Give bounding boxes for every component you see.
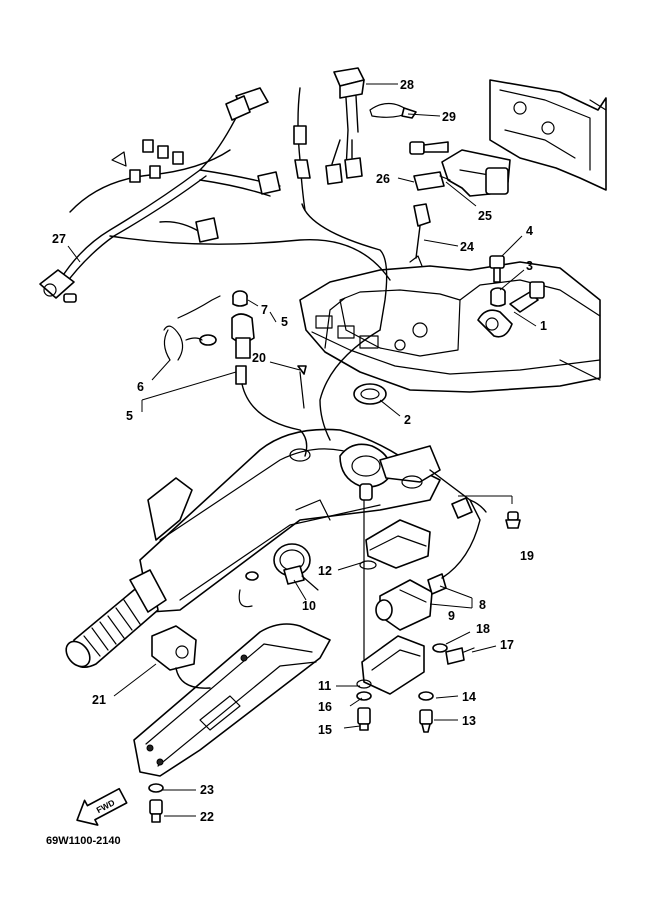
cable-tie-29 (369, 102, 417, 119)
callout-28: 28 (400, 78, 414, 92)
bottom-cowling (299, 261, 601, 393)
callout-6: 6 (137, 380, 144, 394)
callout-7: 7 (261, 303, 268, 317)
callout-16: 16 (318, 700, 332, 714)
grommet-19 (505, 511, 521, 529)
callout-10: 10 (302, 599, 316, 613)
callout-25: 25 (478, 209, 492, 223)
stop-switch-set (163, 290, 255, 385)
callout-27: 27 (52, 232, 66, 246)
grommet-2 (353, 383, 387, 405)
callout-8: 8 (479, 598, 486, 612)
callout-17: 17 (500, 638, 514, 652)
callout-2: 2 (404, 413, 411, 427)
throttle-grip (65, 569, 167, 668)
screw-22 (149, 799, 163, 823)
bolt-top (409, 141, 449, 155)
bracket-plate (441, 149, 511, 197)
callout-23: 23 (200, 783, 214, 797)
harness-loop-top (293, 87, 388, 331)
callout-4: 4 (526, 224, 533, 238)
connector-28 (333, 67, 365, 171)
wire-harness-lower (241, 329, 381, 457)
switch-box-21 (151, 625, 211, 689)
cover-12 (359, 519, 431, 570)
lead-wire-24 (409, 203, 431, 267)
clamp-10 (238, 543, 319, 608)
screw-13 (419, 709, 433, 733)
callout-24: 24 (460, 240, 474, 254)
callout-12: 12 (318, 564, 332, 578)
cover-11 (356, 635, 425, 695)
callout-29: 29 (442, 110, 456, 124)
callout-14: 14 (462, 690, 476, 704)
tiller-handle (139, 428, 441, 613)
switch-1 (477, 281, 545, 338)
wire-clip (413, 171, 451, 191)
callout-11: 11 (318, 679, 331, 693)
screw-17 (445, 647, 475, 665)
leader-lines (67, 83, 537, 817)
callout-20: 20 (252, 351, 266, 365)
forward-direction-arrow: FWD (76, 787, 128, 826)
callout-5a: 5 (281, 315, 288, 329)
callout-15: 15 (318, 723, 332, 737)
pin-20 (297, 365, 307, 409)
wiring-harness-27 (39, 87, 391, 303)
callout-13: 13 (462, 714, 476, 728)
callout-19: 19 (520, 549, 534, 563)
engine-bracket (489, 79, 607, 191)
callout-22: 22 (200, 810, 214, 824)
screw-15 (357, 707, 371, 731)
callout-labels: 1 2 3 4 5 5 6 7 8 9 10 11 12 13 14 15 16… (52, 78, 547, 824)
callout-1: 1 (540, 319, 547, 333)
throttle-rod (359, 483, 373, 681)
collar-3 (490, 287, 506, 307)
callout-9: 9 (448, 609, 455, 623)
callout-26: 26 (376, 172, 390, 186)
washer-23 (148, 783, 164, 793)
starter-switch-8 (375, 469, 487, 631)
handle-base-plate (133, 623, 331, 777)
callout-3: 3 (526, 259, 533, 273)
washer-14 (418, 691, 434, 701)
bolt-4 (489, 255, 505, 283)
callout-5b: 5 (126, 409, 133, 423)
callout-18: 18 (476, 622, 490, 636)
diagram-code: 69W1100-2140 (46, 835, 121, 847)
washer-18 (432, 643, 448, 653)
washer-16 (356, 691, 372, 701)
callout-21: 21 (92, 693, 106, 707)
